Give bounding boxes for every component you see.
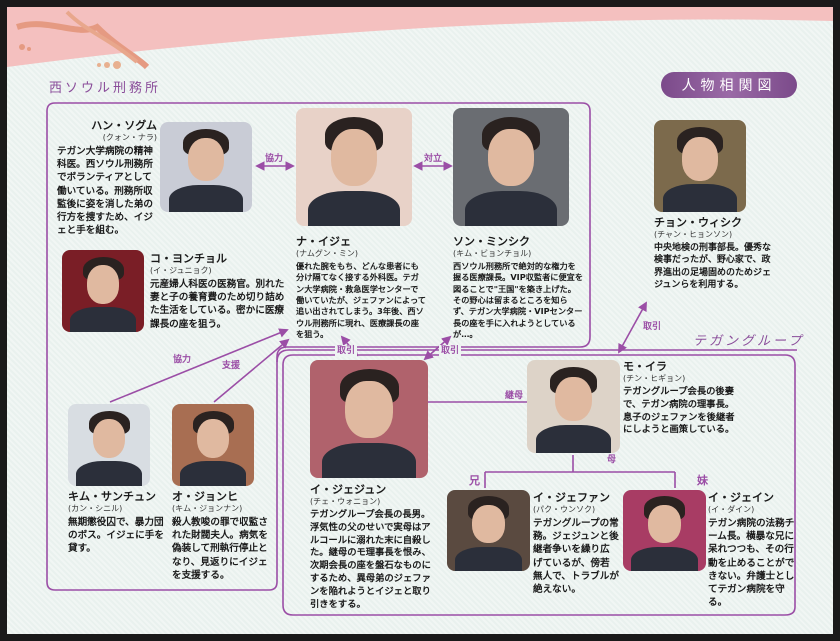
portrait-na	[296, 108, 412, 226]
relation-label: 協力	[265, 154, 284, 164]
actor-name: (チャン・ヒョンソン)	[654, 230, 733, 239]
character-name: コ・ヨンチョル	[150, 252, 227, 265]
character-name: ハン・ソグム	[91, 119, 157, 132]
group-label-tegan: テガングループ	[693, 334, 805, 349]
chart-title-badge: 人物相関図	[661, 72, 797, 98]
character-description: テガングループ会長の長男。浮気性の父のせいで実母はアルコールに溺れた末に自殺した…	[310, 509, 431, 610]
character-description: テガングループの常務。ジェジュンと後継者争いを繰り広げているが、傍若無人で、トラ…	[533, 518, 619, 596]
character-card-oh: オ・ジョンヒ(キム・ジョンナン) 殺人教唆の罪で収監された財閥夫人。病気を偽装して…	[172, 490, 270, 582]
relation-label: 妹	[697, 474, 708, 487]
character-description: 中央地検の刑事部長。優秀な検事だったが、野心家で、政界進出の足場固めのためジェジ…	[654, 243, 772, 291]
portrait-son	[453, 108, 569, 226]
character-card-ko: コ・ヨンチョル(イ・ジュニョク) 元産婦人科医の医務官。別れた妻と子の養育費のため…	[150, 252, 290, 331]
portrait-han	[160, 122, 252, 212]
actor-name: (キム・ジョンナン)	[172, 504, 243, 513]
tegan-frame	[282, 354, 796, 616]
actor-name: (チェ・ウォニョン)	[310, 497, 381, 506]
relation-label: 兄	[469, 474, 480, 487]
relation-label: 支援	[222, 361, 241, 371]
relation-label: 取引	[643, 322, 662, 332]
actor-name: (クォン・ナラ)	[102, 133, 157, 142]
character-description: 殺人教唆の罪で収監された財閥夫人。病気を偽装して刑執行停止となり、見返りにイジェ…	[172, 517, 268, 581]
actor-name: (パク・ウンソク)	[533, 505, 596, 514]
character-name: モ・イラ	[623, 360, 667, 373]
character-card-jaejun: イ・ジェジュン(チェ・ウォニョン) テガングループ会長の長男。浮気性の父のせいで実…	[310, 483, 435, 612]
character-card-jaehwan: イ・ジェファン(パク・ウンソク) テガングループの常務。ジェジュンと後継者争いを繰…	[533, 491, 619, 596]
portrait-jaejun	[310, 360, 428, 478]
character-description: テガン病院の法務チーム長。横暴な兄に呆れつつも、その行動を止めることができない。…	[708, 518, 795, 609]
tegan-frame-outer	[276, 349, 797, 363]
character-name: ナ・イジェ	[296, 235, 351, 248]
relation-label: 母	[607, 455, 617, 465]
actor-name: (イ・ジュニョク)	[150, 266, 212, 275]
character-card-han: ハン・ソグム(クォン・ナラ) テガン大学病院の精神科医。西ソウル刑務所でボランティ…	[57, 119, 157, 238]
character-description: 無期懲役囚で、暴力団のボス。イジェに手を貸す。	[68, 517, 164, 555]
portrait-ko	[62, 250, 144, 332]
character-name: キム・サンチュン	[68, 490, 156, 503]
relationship-lines	[46, 102, 797, 616]
portrait-jeong	[654, 120, 746, 212]
actor-name: (ナムグン・ミン)	[296, 249, 359, 258]
character-name: イ・ジェイン	[708, 491, 774, 504]
character-name: ソン・ミンシク	[453, 235, 530, 248]
relation-label: 取引	[335, 345, 358, 357]
actor-name: (キム・ビョンチョル)	[453, 249, 532, 258]
character-card-jeong: チョン・ウィシク(チャン・ヒョンソン) 中央地検の刑事部長。優秀な検事だったが、野…	[654, 216, 774, 292]
actor-name: (イ・ダイン)	[708, 505, 755, 514]
character-name: イ・ジェファン	[533, 491, 610, 504]
portrait-oh	[172, 404, 254, 486]
relation-label: 取引	[439, 345, 462, 357]
character-description: 優れた腕をもち、どんな患者にも分け隔てなく接する外科医。テガン大学病院・救急医学…	[296, 261, 426, 339]
group-label-prison: 西ソウル刑務所	[49, 81, 162, 96]
character-description: テガン大学病院の精神科医。西ソウル刑務所でボランティアとして働いている。刑務所収…	[57, 146, 153, 237]
header-ornament	[7, 7, 833, 70]
character-name: チョン・ウィシク	[654, 216, 742, 229]
portrait-jaein	[623, 490, 706, 571]
portrait-kim	[68, 404, 150, 486]
relation-label: 対立	[424, 154, 443, 164]
character-name: イ・ジェジュン	[310, 483, 387, 496]
character-card-jaein: イ・ジェイン(イ・ダイン) テガン病院の法務チーム長。横暴な兄に呆れつつも、その行…	[708, 491, 796, 610]
character-card-na: ナ・イジェ(ナムグン・ミン) 優れた腕をもち、どんな患者にも分け隔てなく接する外科…	[296, 235, 426, 340]
character-card-mo: モ・イラ(チン・ヒギョン) テガングループ会長の後妻で、テガン病院の理事長。息子の…	[623, 360, 735, 437]
portrait-jaehwan	[447, 490, 530, 571]
character-description: テガングループ会長の後妻で、テガン病院の理事長。息子のジェファンを後継者にしよう…	[623, 386, 735, 436]
character-description: 元産婦人科医の医務官。別れた妻と子の養育費のため切り詰めた生活をしている。密かに…	[150, 279, 285, 330]
character-name: オ・ジョンヒ	[172, 490, 238, 503]
relation-label: 協力	[173, 355, 192, 365]
relationship-chart: 人物相関図 西ソウル刑務所 テガングループ 協力 対立 協力 支援 取引 取引 …	[7, 7, 833, 634]
actor-name: (チン・ヒギョン)	[623, 374, 686, 383]
character-card-kim: キム・サンチュン(カン・シニル) 無期懲役囚で、暴力団のボス。イジェに手を貸す。	[68, 490, 168, 556]
actor-name: (カン・シニル)	[68, 504, 123, 513]
relation-label: 継母	[505, 391, 524, 401]
portrait-mo	[527, 360, 620, 453]
character-description: 西ソウル刑務所で絶対的な権力を握る医療課長。VIP収監者に便宜を図ることで"王国…	[453, 261, 584, 339]
character-card-son: ソン・ミンシク(キム・ビョンチョル) 西ソウル刑務所で絶対的な権力を握る医療課長。…	[453, 235, 583, 340]
